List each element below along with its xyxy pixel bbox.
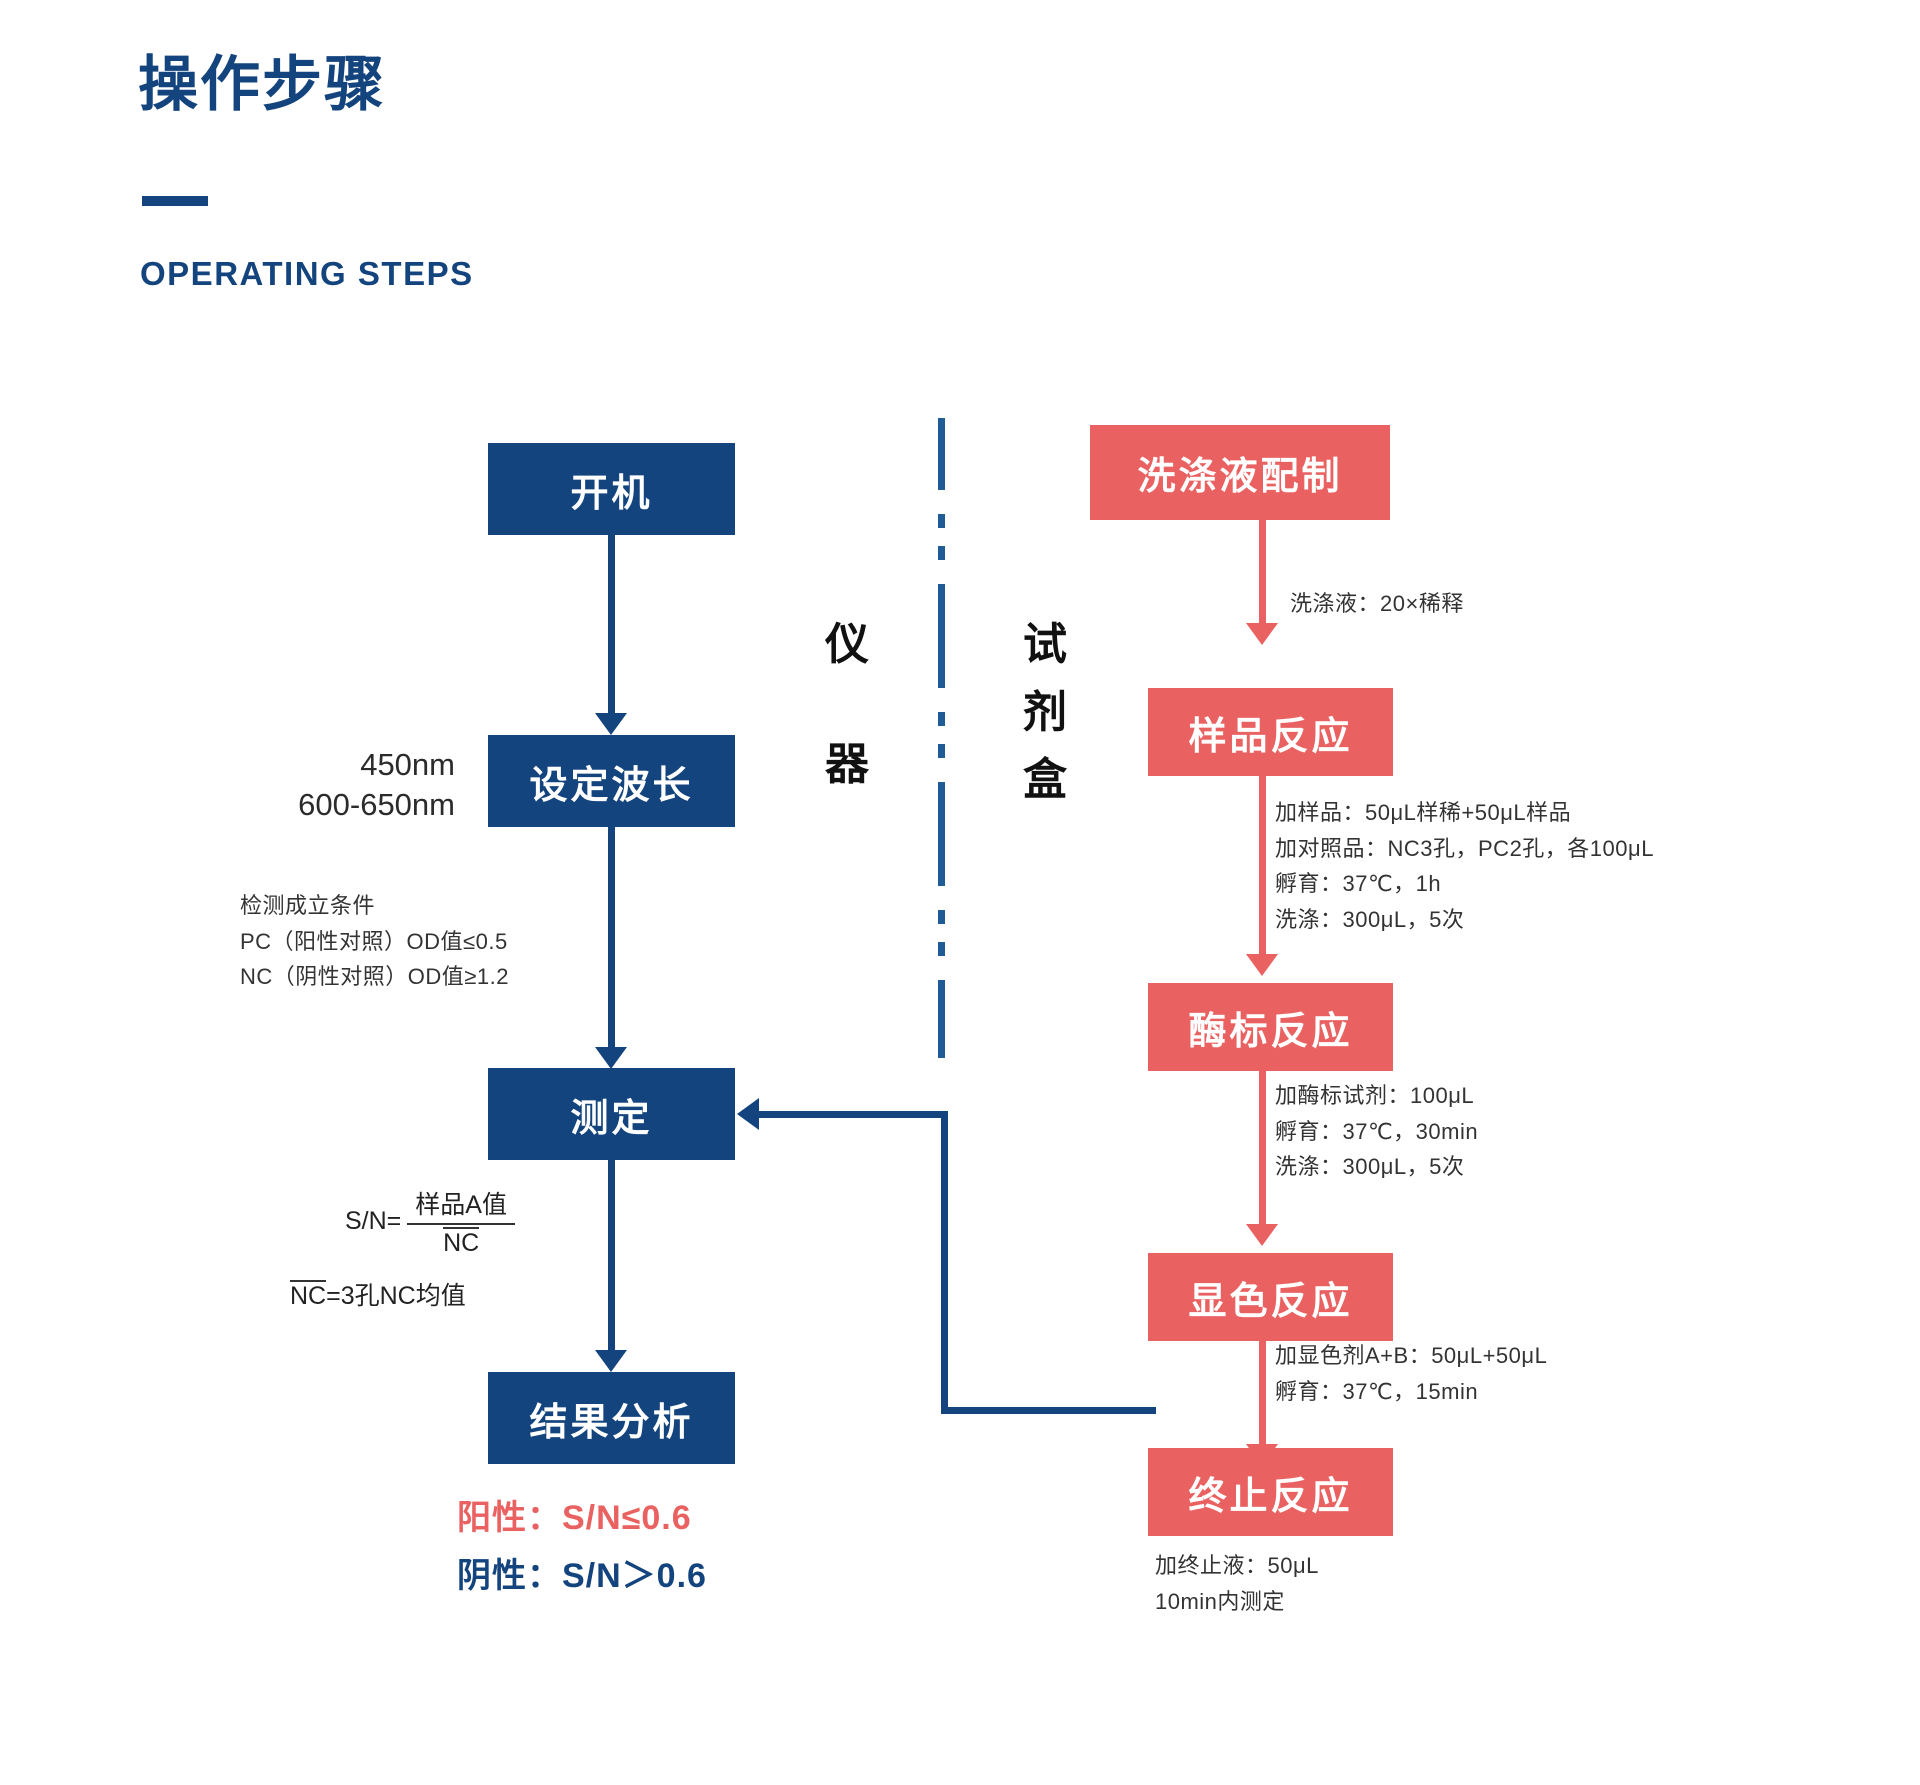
result-negative: 阴性：S/N＞0.6 [457,1557,707,1595]
connector-stop-reaction-to-measure [941,1407,1156,1414]
sn-formula-definition-rest: =3孔NC均值 [326,1282,466,1310]
lane-label-kit-char-2: 剂 [1023,687,1067,737]
flow-box-wash-solution-prep[interactable]: 洗涤液配制 [1090,425,1390,520]
arrow-power-on-to-wavelength-icon [595,713,627,735]
flow-box-set-wavelength[interactable]: 设定波长 [488,735,735,827]
arrow-wavelength-to-measure-icon [595,1047,627,1069]
connector-power-on-to-wavelength [608,535,615,715]
flow-box-stop-reaction[interactable]: 终止反应 [1148,1448,1393,1536]
connector-wash-to-sample [1259,520,1266,625]
lane-label-kit-char-3: 盒 [1023,755,1067,805]
note-stop-reaction: 加终止液：50μL 10min内测定 [1155,1553,1319,1614]
lane-label-instrument-char-1: 仪 [825,620,869,669]
note-sample-reaction: 加样品：50μL样稀+50μL样品 加对照品：NC3孔，PC2孔，各100μL … [1275,800,1654,932]
connector-measure-to-result [608,1160,615,1352]
flow-box-color-reaction[interactable]: 显色反应 [1148,1253,1393,1341]
connector-kit-to-measure-vertical [941,1111,948,1414]
note-wash-solution: 洗涤液：20×稀释 [1290,591,1464,616]
sn-formula-denominator: NC [443,1227,480,1257]
page-title: 操作步骤 [138,51,386,118]
sn-formula-definition-term: NC [290,1280,327,1310]
flow-box-measure[interactable]: 测定 [488,1068,735,1160]
lane-label-kit: 试 剂 盒 [1018,618,1072,807]
arrow-kit-to-measure-icon [737,1098,759,1130]
connector-color-to-stop [1259,1341,1266,1446]
flow-box-power-on[interactable]: 开机 [488,443,735,535]
lane-label-instrument-char-2: 器 [825,739,869,789]
sn-formula-lhs: S/N= [345,1207,402,1236]
arrow-sample-to-enzyme-icon [1246,954,1278,976]
connector-enzyme-to-color [1259,1071,1266,1226]
sn-formula: S/N= 样品A值 NC [345,1185,515,1259]
page-subtitle: OPERATING STEPS [140,255,474,292]
arrow-enzyme-to-color-icon [1246,1224,1278,1246]
sn-formula-numerator: 样品A值 [415,1191,507,1219]
lane-label-kit-char-1: 试 [1023,620,1067,669]
arrow-wash-to-sample-icon [1246,623,1278,645]
title-underline-rule [142,196,208,206]
flow-box-sample-reaction[interactable]: 样品反应 [1148,688,1393,776]
sn-formula-definition: NC=3孔NC均值 [290,1276,466,1312]
lane-divider [938,418,945,1058]
arrow-measure-to-result-icon [595,1350,627,1372]
connector-kit-to-measure-horizontal [758,1111,948,1118]
sn-formula-fraction: 样品A值 NC [407,1185,515,1259]
flow-box-result-analysis[interactable]: 结果分析 [488,1372,735,1464]
validity-condition-note: 检测成立条件 PC（阳性对照）OD值≤0.5 NC（阴性对照）OD值≥1.2 [240,893,509,990]
connector-wavelength-to-measure [608,827,615,1049]
lane-label-instrument: 仪 器 [820,618,874,791]
note-enzyme-reaction: 加酶标试剂：100μL 孵育：37℃，30min 洗涤：300μL，5次 [1275,1083,1479,1180]
connector-sample-to-enzyme [1259,776,1266,956]
flow-box-enzyme-reaction[interactable]: 酶标反应 [1148,983,1393,1071]
sn-formula-bar [407,1223,515,1225]
note-color-reaction: 加显色剂A+B：50μL+50μL 孵育：37℃，15min [1275,1343,1548,1404]
wavelength-note: 450nm 600-650nm [298,747,455,822]
result-positive: 阳性：S/N≤0.6 [457,1499,692,1537]
